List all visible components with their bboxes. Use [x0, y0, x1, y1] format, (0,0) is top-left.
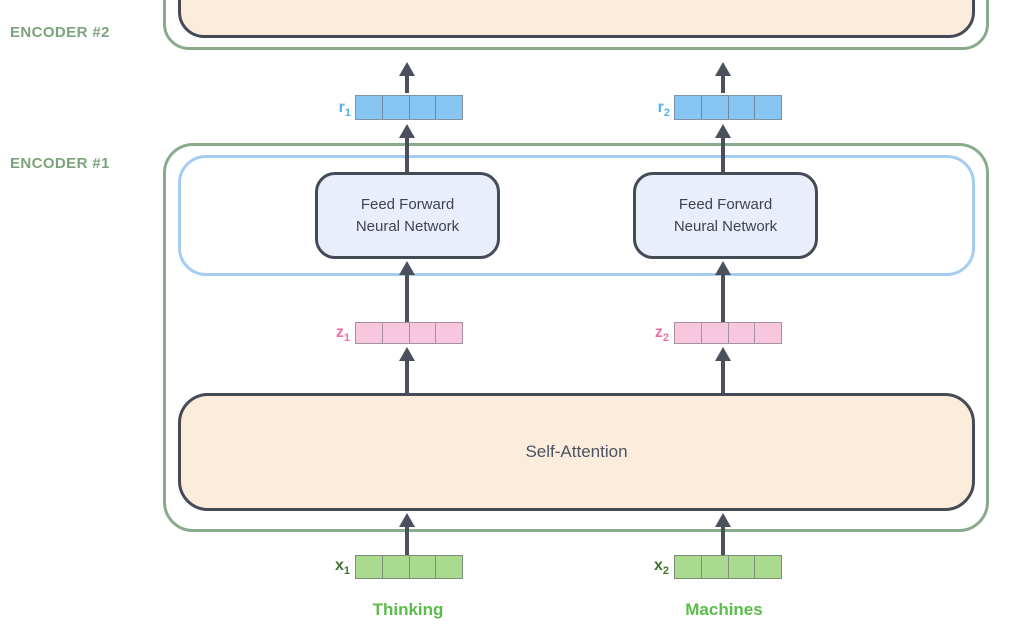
vector-cell [356, 323, 383, 343]
vector-cell [436, 323, 462, 343]
arrow-ffnn2-to-r2 [715, 124, 731, 172]
vector-cell [383, 323, 410, 343]
vector-cell [410, 323, 437, 343]
vector-label-z2: z2 [654, 324, 669, 345]
vector-cell [702, 556, 729, 578]
arrow-attention-to-z2 [715, 347, 731, 393]
encoder-2-box [163, 0, 989, 50]
vector-cell [410, 96, 437, 119]
arrow-r1-to-encoder2 [399, 62, 415, 93]
arrow-z1-to-ffnn1 [399, 261, 415, 322]
arrow-x2-to-attention [715, 513, 731, 555]
vector-cell [729, 323, 756, 343]
vector-z1 [355, 322, 463, 344]
vector-cell [436, 96, 462, 119]
arrowhead-up-icon [399, 347, 415, 361]
vector-label-r1: r1 [338, 99, 351, 120]
vector-cell [729, 96, 756, 119]
vector-cell [356, 556, 383, 578]
arrowhead-up-icon [399, 124, 415, 138]
vector-cell [410, 556, 437, 578]
vector-label-x2: x2 [653, 557, 669, 578]
arrowhead-up-icon [715, 347, 731, 361]
arrowhead-up-icon [715, 124, 731, 138]
arrow-r2-to-encoder2 [715, 62, 731, 93]
feed-forward-layer-container [178, 155, 975, 276]
arrowhead-up-icon [399, 513, 415, 527]
vector-label-r2: r2 [657, 99, 670, 120]
encoder-2-label: ENCODER #2 [10, 24, 110, 41]
encoder-1-label: ENCODER #1 [10, 155, 110, 172]
vector-cell [436, 556, 462, 578]
vector-z2 [674, 322, 782, 344]
encoder-1-box [163, 143, 989, 532]
vector-r1 [355, 95, 463, 120]
vector-r2 [674, 95, 782, 120]
vector-cell [675, 323, 702, 343]
arrow-z2-to-ffnn2 [715, 261, 731, 322]
vector-x2 [674, 555, 782, 579]
vector-cell [702, 96, 729, 119]
input-word-2: Machines [685, 600, 763, 619]
arrowhead-up-icon [399, 261, 415, 275]
arrow-ffnn1-to-r1 [399, 124, 415, 172]
vector-label-z1: z1 [335, 324, 350, 345]
vector-cell [729, 556, 756, 578]
vector-cell [702, 323, 729, 343]
ffnn-text-line1: Feed Forward [360, 195, 455, 213]
ffnn-text-line1: Feed Forward [678, 195, 773, 213]
ffnn-text-line2: Neural Network [673, 217, 778, 235]
vector-label-x1: x1 [334, 557, 350, 578]
self-attention-box: Self-Attention [178, 393, 975, 511]
arrowhead-up-icon [715, 261, 731, 275]
feed-forward-box-1: Feed Forward Neural Network [315, 172, 500, 259]
ffnn-text-line2: Neural Network [355, 217, 460, 235]
vector-cell [755, 96, 781, 119]
arrow-x1-to-attention [399, 513, 415, 555]
arrowhead-up-icon [399, 62, 415, 76]
self-attention-text: Self-Attention [525, 442, 628, 461]
arrow-attention-to-z1 [399, 347, 415, 393]
vector-cell [383, 556, 410, 578]
vector-cell [383, 96, 410, 119]
vector-cell [675, 96, 702, 119]
feed-forward-box-2: Feed Forward Neural Network [633, 172, 818, 259]
input-word-1: Thinking [372, 600, 444, 619]
vector-cell [755, 556, 781, 578]
arrowhead-up-icon [715, 513, 731, 527]
vector-cell [675, 556, 702, 578]
encoder-2-self-attention-box [178, 0, 975, 38]
vector-x1 [355, 555, 463, 579]
vector-cell [755, 323, 781, 343]
arrowhead-up-icon [715, 62, 731, 76]
vector-cell [356, 96, 383, 119]
